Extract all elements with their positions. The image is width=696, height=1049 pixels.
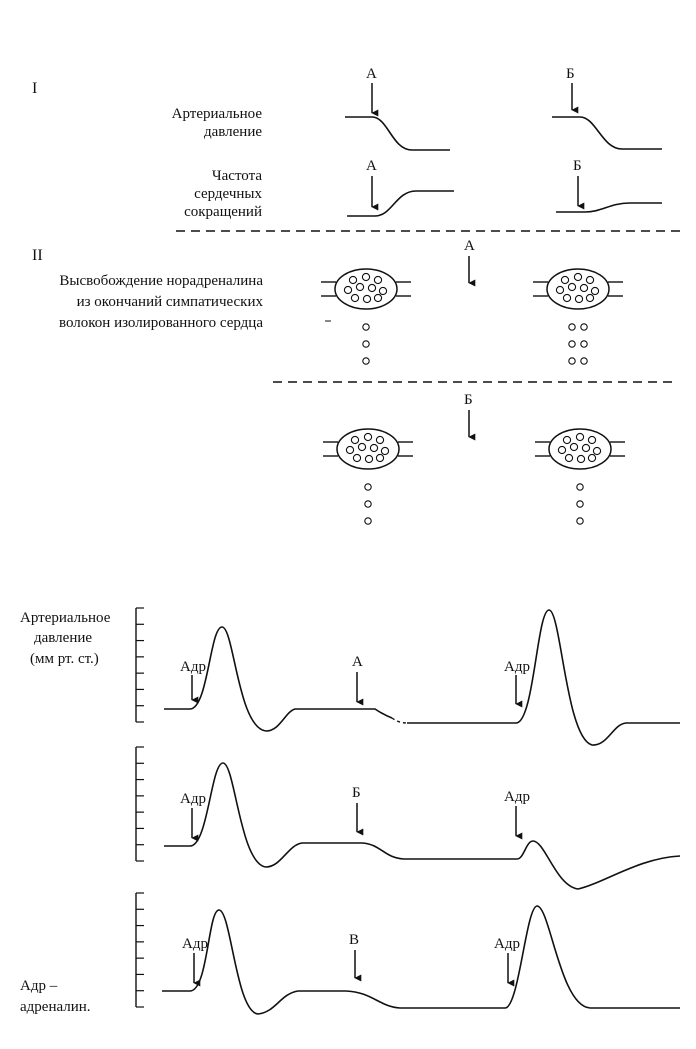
trace-2-mark-b: Б <box>352 785 361 801</box>
trace-3 <box>162 905 680 1015</box>
release-label-line-3: волокон изолированного сердца <box>59 315 263 331</box>
trace-ticks <box>136 607 144 1008</box>
release-mark-b: Б <box>464 392 473 408</box>
release-label-line-1: Высвобождение норадреналина <box>59 273 263 289</box>
varicosity-b-right <box>535 428 625 525</box>
release-label-line-2: из окончаний симпатических <box>77 294 264 310</box>
trace-ylabel-line-2: давление <box>34 630 92 646</box>
trace-2-adr-2: Адр <box>504 789 530 805</box>
hr-label-line-3: сокращений <box>184 204 262 220</box>
trace-3-adr-1: Адр <box>182 936 208 952</box>
varicosity-a-right <box>533 268 623 365</box>
trace-1-part-1 <box>164 626 393 732</box>
bp-mark-a: А <box>366 66 377 82</box>
trace-3-mark-v: В <box>349 932 359 948</box>
trace-ylabel-line-1: Артериальное <box>20 610 111 626</box>
bp-trace-a <box>345 116 450 151</box>
trace-2 <box>164 762 681 890</box>
hr-trace-a <box>347 190 454 217</box>
hr-trace-b <box>556 202 662 213</box>
section-I-label: I <box>32 80 37 97</box>
hr-mark-b: Б <box>573 158 582 174</box>
trace-1-mark-a: А <box>352 654 363 670</box>
trace-1-adr-1: Адр <box>180 659 206 675</box>
varicosity-a-left <box>321 268 411 365</box>
bp-mark-b: Б <box>566 66 575 82</box>
footnote-line-1: Адр – <box>20 978 58 994</box>
varicosity-b-left <box>323 428 413 525</box>
bp-label-line-1: Артериальное <box>172 106 263 122</box>
hr-label-line-1: Частота <box>212 168 262 184</box>
trace-1-part-2 <box>407 609 680 746</box>
trace-1-adr-2: Адр <box>504 659 530 675</box>
trace-ylabel-line-3: (мм рт. ст.) <box>30 651 99 667</box>
hr-label-line-2: сердечных <box>194 186 262 202</box>
trace-2-adr-1: Адр <box>180 791 206 807</box>
release-mark-a: А <box>464 238 475 254</box>
trace-1-dashed <box>391 717 408 724</box>
section-II-label: II <box>32 247 43 264</box>
hr-mark-a: А <box>366 158 377 174</box>
footnote-line-2: адреналин. <box>20 999 91 1015</box>
trace-3-adr-2: Адр <box>494 936 520 952</box>
bp-label-line-2: давление <box>204 124 262 140</box>
varicosity-group <box>321 268 625 525</box>
bp-trace-b <box>552 116 662 150</box>
